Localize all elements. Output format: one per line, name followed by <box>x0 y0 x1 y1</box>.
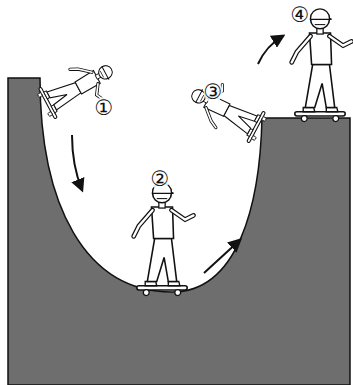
ramp <box>8 78 350 385</box>
skater <box>183 74 270 147</box>
callout-number: ② <box>151 168 170 190</box>
callout-number: ③ <box>204 81 223 103</box>
motion-arrow <box>258 36 283 64</box>
callout-number: ④ <box>291 4 310 26</box>
callout-number: ① <box>95 97 114 119</box>
motion-arrow <box>204 240 240 273</box>
skater <box>134 183 194 296</box>
motion-arrow <box>72 135 82 190</box>
skater <box>34 52 121 125</box>
